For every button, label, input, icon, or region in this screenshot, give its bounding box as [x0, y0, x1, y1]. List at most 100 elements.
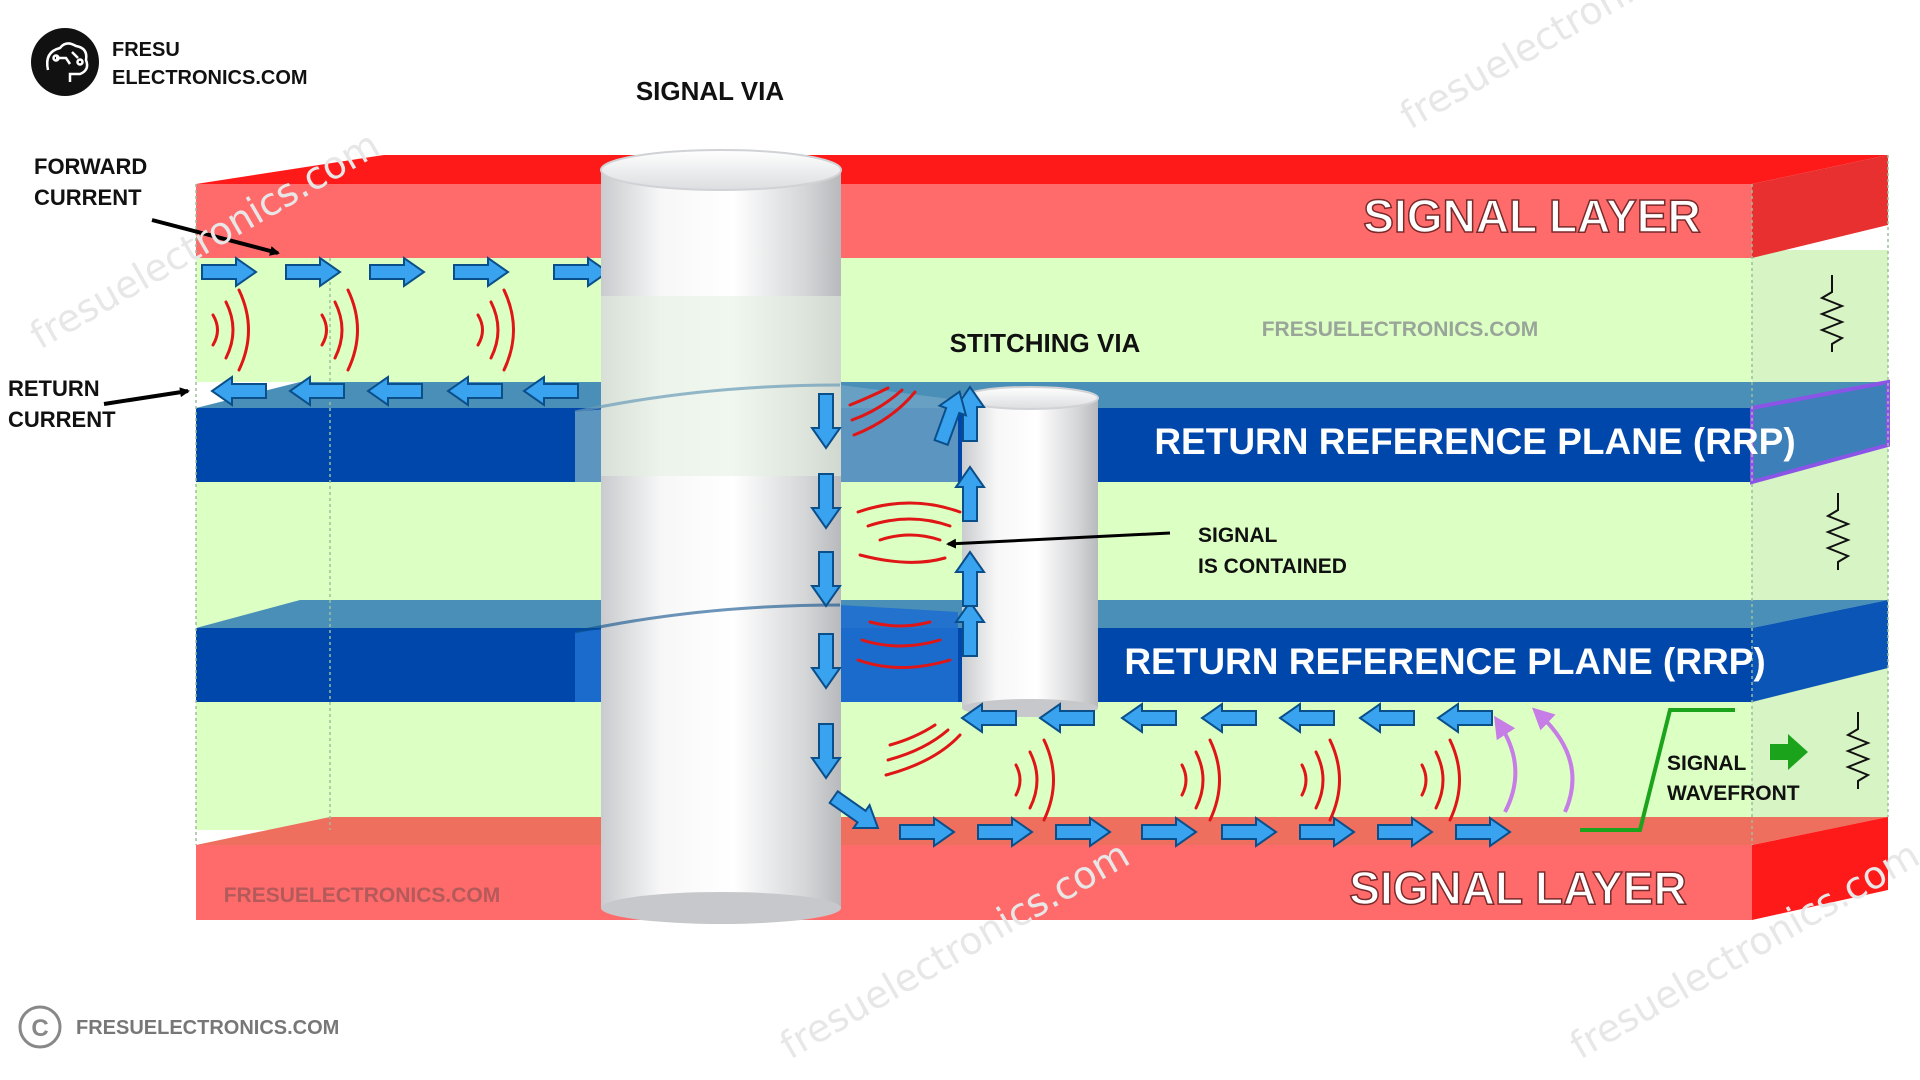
watermark-inline-1: FRESUELECTRONICS.COM	[1262, 318, 1539, 341]
via-exit-arrow	[828, 789, 880, 830]
bottom-forward-arrow	[1455, 816, 1512, 848]
signal-wavefront-label-line1: SIGNAL	[1667, 752, 1747, 775]
signal-via-translucent-curve	[574, 383, 841, 414]
wave-group-10	[1300, 738, 1341, 822]
bottom-return-arrow	[1436, 702, 1493, 734]
forward-current-arrow	[285, 256, 342, 288]
bottom-signal-layer-label: SIGNAL LAYER	[1349, 862, 1686, 914]
brain-chip-icon	[31, 28, 99, 96]
brand-name-line2: ELECTRONICS.COM	[112, 67, 308, 89]
bottom-return-arrow	[1358, 702, 1415, 734]
forward-current-arrow	[201, 256, 258, 288]
wavefront-direction-icon	[1770, 734, 1808, 770]
rrp-2-label: RETURN REFERENCE PLANE (RRP)	[1124, 641, 1765, 682]
copyright-icon-glyph: C	[31, 1015, 48, 1042]
signal-wavefront-line	[1580, 708, 1735, 832]
resistor-icon-1	[1819, 275, 1845, 352]
top-signal-layer-side	[1752, 155, 1888, 258]
stitching-up-arrow	[954, 465, 986, 522]
copyright-text: FRESUELECTRONICS.COM	[76, 1017, 339, 1039]
wave-group-1	[211, 288, 250, 372]
top-signal-layer-top-face	[196, 155, 1888, 184]
signal-via-body	[601, 170, 841, 908]
purple-arc-2	[1531, 707, 1575, 813]
wave-group-9	[1180, 738, 1221, 822]
purple-arc-1	[1494, 715, 1518, 813]
wave-group-3	[476, 288, 515, 372]
signal-via-bottom	[601, 892, 841, 924]
contained-pointer	[946, 531, 1171, 549]
forward-current-arrow	[369, 256, 426, 288]
watermark-diagonal-2: fresuelectronics.com	[1393, 0, 1757, 138]
dielectric-side	[1752, 250, 1888, 830]
rrp-1-label: RETURN REFERENCE PLANE (RRP)	[1154, 421, 1795, 462]
return-current-arrow	[446, 375, 503, 407]
stitching-via-label: STITCHING VIA	[950, 328, 1141, 358]
signal-via-label: SIGNAL VIA	[636, 76, 785, 106]
top-signal-layer	[196, 184, 1752, 258]
bottom-forward-arrow	[1377, 816, 1434, 848]
wave-group-contained	[856, 501, 962, 564]
stitching-up-arrow	[954, 600, 986, 657]
wave-group-8	[1014, 738, 1055, 822]
signal-contained-label-line2: IS CONTAINED	[1198, 555, 1347, 578]
bottom-forward-arrow	[1299, 816, 1356, 848]
return-current-arrow	[522, 375, 579, 407]
signal-via-top	[600, 149, 842, 191]
current-arrows-front	[810, 385, 1512, 848]
forward-current-arrow	[453, 256, 510, 288]
signal-via	[574, 149, 842, 924]
wave-group-11	[1420, 738, 1461, 822]
forward-current-arrow	[553, 256, 610, 288]
stitching-via-body	[962, 398, 1098, 708]
signal-wavefront-label-line2: WAVEFRONT	[1667, 782, 1800, 805]
bottom-forward-arrow	[899, 816, 956, 848]
via-down-arrow	[810, 551, 842, 608]
bottom-return-arrow	[1120, 702, 1177, 734]
return-arcs	[1494, 707, 1575, 813]
dielectric-resistors	[1819, 275, 1871, 789]
bottom-return-arrow	[1278, 702, 1335, 734]
brain-chip-icon-detail	[46, 42, 89, 82]
callout-arrows	[103, 218, 1171, 549]
via-down-arrow	[810, 633, 842, 690]
resistor-icon-3	[1845, 712, 1871, 789]
watermark-inline-2: FRESUELECTRONICS.COM	[224, 884, 501, 907]
bottom-signal-layer-side	[1752, 817, 1888, 920]
wave-group-6	[848, 386, 917, 437]
via-down-arrow	[810, 393, 842, 450]
top-signal-layer-label: SIGNAL LAYER	[1363, 190, 1700, 242]
bottom-forward-arrow	[977, 816, 1034, 848]
bottom-return-arrow	[960, 702, 1017, 734]
brand-logo	[31, 28, 99, 96]
wave-group-7	[884, 723, 962, 777]
copyright-icon	[18, 1005, 62, 1049]
bottom-return-arrow	[1200, 702, 1257, 734]
bottom-signal-layer	[196, 845, 1752, 920]
bottom-forward-arrow	[1221, 816, 1278, 848]
signal-contained-label-line1: SIGNAL	[1198, 524, 1278, 547]
signal-via-translucent-curve-2	[574, 603, 841, 634]
stitching-top-arrow	[933, 390, 968, 447]
return-current-arrow	[288, 375, 345, 407]
stitching-via	[961, 386, 1099, 717]
resistor-icon-2	[1825, 493, 1851, 570]
wave-group-rrp2	[856, 620, 952, 669]
forward-current-label-line1: FORWARD	[34, 154, 147, 179]
return-current-label-line1: RETURN	[8, 376, 100, 401]
forward-current-label-line2: CURRENT	[34, 185, 142, 210]
via-down-arrow	[810, 723, 842, 780]
via-down-arrow	[810, 473, 842, 530]
copyright: C FRESUELECTRONICS.COM	[18, 1005, 339, 1049]
brand-name-line1: FRESU	[112, 39, 180, 61]
return-current-arrow	[210, 375, 267, 407]
forward-current-pointer	[151, 218, 280, 256]
stitching-up-arrow	[954, 550, 986, 607]
bottom-return-arrow	[1038, 702, 1095, 734]
return-current-arrow	[366, 375, 423, 407]
bottom-forward-arrow	[1141, 816, 1198, 848]
return-current-label-line2: CURRENT	[8, 407, 116, 432]
wave-group-2	[320, 288, 359, 372]
rrp-2-side	[1752, 600, 1888, 702]
